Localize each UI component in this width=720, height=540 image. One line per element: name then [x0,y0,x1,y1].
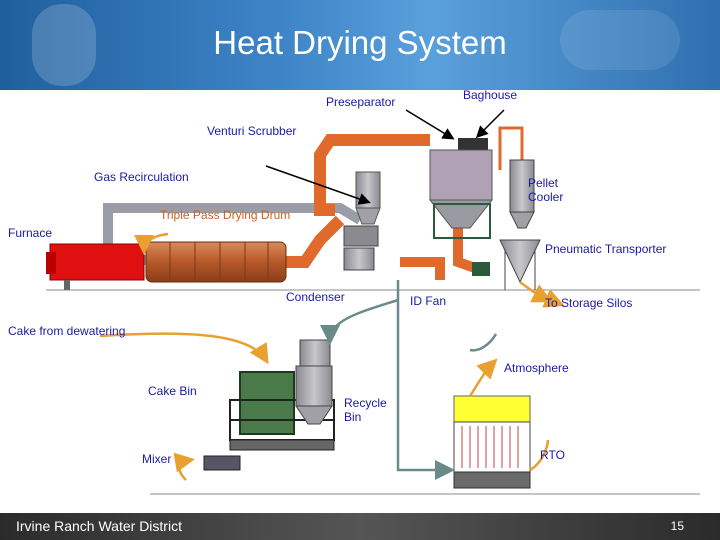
furnace-burner [46,252,56,274]
header-decoration [32,4,96,86]
label-atmosphere: Atmosphere [504,361,569,375]
label-venturi-scrubber: Venturi Scrubber [207,124,297,138]
to-silos-arrow [535,289,565,308]
label-triple-pass-drying-drum: Triple Pass Drying Drum [160,208,291,222]
rto-body [453,421,531,473]
pneumatic-transporter [499,239,541,284]
cake-inflow-arrow [99,332,269,365]
pellet-cooler-cone [509,211,535,229]
condenser-body [343,247,375,271]
label-furnace: Furnace [8,226,53,240]
condenser-to-rto-line [396,280,455,480]
drying-drum [145,241,287,283]
rto-fins [461,426,519,468]
slide-title: Heat Drying System [213,24,507,61]
baghouse-vessel [429,149,493,201]
label-pneumatic-transporter: Pneumatic Transporter [545,242,667,256]
furnace-stand [64,280,70,290]
label-mixer: Mixer [142,452,172,466]
mixer-inflow-arrow [173,452,195,481]
rto-to-atmosphere-arrow [468,358,498,397]
label-pellet-cooler: Pellet Cooler [528,176,564,204]
rto-base [453,471,531,489]
preseparator-pointer [405,109,455,140]
baghouse-hopper [428,199,494,229]
gas-recirc-arrow [134,232,169,255]
footer-organization: Irvine Ranch Water District [16,518,182,534]
label-cake-bin: Cake Bin [148,384,197,398]
recycle-bin [295,365,333,407]
label-rto: RTO [540,448,565,462]
baghouse-frame [433,203,491,239]
cake-bin [239,371,295,435]
label-cake-from-dewatering: Cake from dewatering [8,324,126,338]
pellet-cooler [509,159,535,213]
baghouse-top [458,138,488,152]
mixer-motor [203,455,241,471]
drum-ribs [169,242,269,282]
cooler-duct [498,126,524,170]
fan-exhaust-duct [400,257,445,280]
label-id-fan: ID Fan [410,294,447,308]
recycle-line [320,298,399,345]
slide-footer: Irvine Ranch Water District 15 [0,513,720,540]
slide-header [0,0,720,90]
label-preseparator: Preseparator [326,95,396,109]
label-gas-recirculation: Gas Recirculation [94,170,189,184]
page-number: 15 [670,519,684,533]
label-to-storage-silos: To Storage Silos [545,296,633,310]
fan-to-atmosphere-line [469,333,498,352]
mixer-conveyor [229,439,335,451]
venturi-pointer [265,165,371,205]
preseparator-vessel [355,171,381,209]
recycle-bin-top [299,339,331,367]
furnace-body [49,243,145,281]
process-diagram [46,109,700,495]
rto-to-atmosphere-arrow2 [529,439,550,472]
header-decoration [560,10,680,70]
venturi-body [343,225,379,247]
rto-top [453,395,531,423]
label-recycle-bin: Recycle Bin [344,396,387,424]
label-condenser: Condenser [286,290,345,304]
id-fan-unit [472,262,490,276]
label-baghouse: Baghouse [463,88,518,102]
preseparator-cone [355,207,381,225]
recycle-bin-cone [295,405,333,425]
drum-outlet-duct [286,215,345,268]
baghouse-pointer [475,109,505,139]
hot-gas-duct [314,134,430,216]
